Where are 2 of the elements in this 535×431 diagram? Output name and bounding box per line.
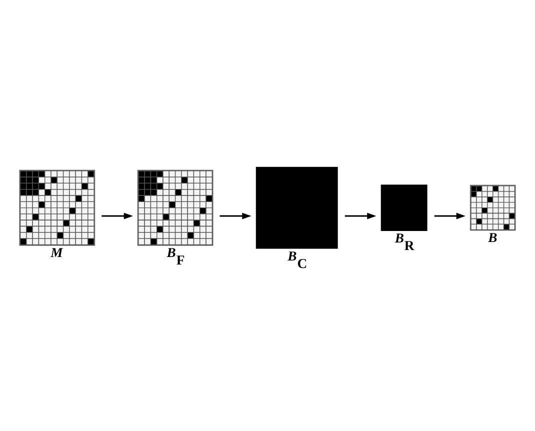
node-label: M [50, 244, 63, 260]
node-label: B [488, 229, 498, 244]
